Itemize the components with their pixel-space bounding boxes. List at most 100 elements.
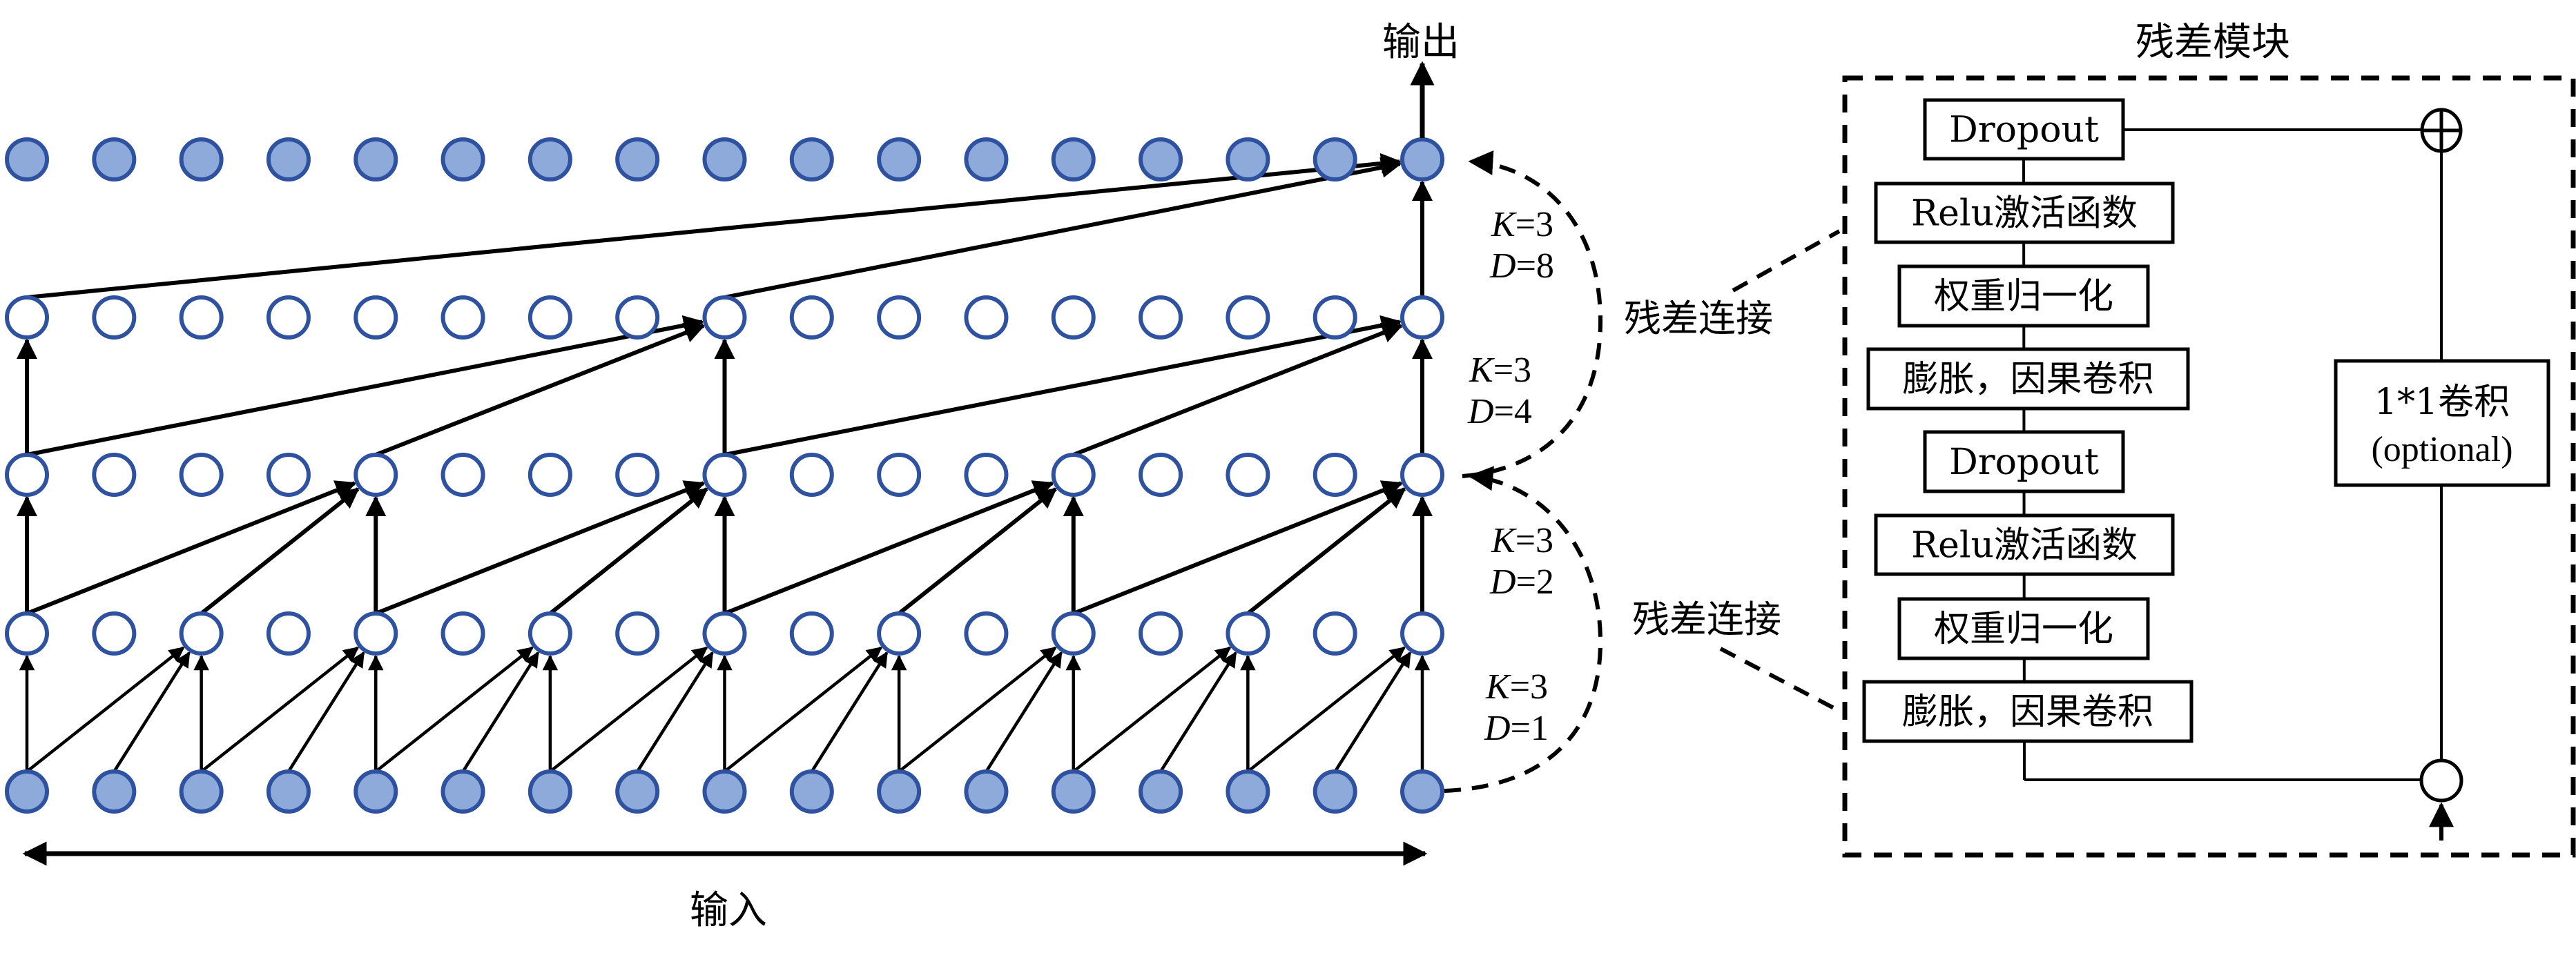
hidden-3-node-14 <box>1226 295 1270 340</box>
input-node-3 <box>266 769 311 814</box>
input-junction-node <box>2419 758 2463 803</box>
conv-edge-l3-from-8-to-16 <box>724 315 1402 457</box>
hidden-1-node-11 <box>964 611 1009 656</box>
block-layer-7: 膨胀，因果卷积 <box>1862 680 2194 743</box>
tcn-edges <box>17 153 1433 773</box>
tcn-nodes <box>5 137 1444 814</box>
input-node-16 <box>1400 769 1444 814</box>
hidden-3-node-7 <box>615 295 660 340</box>
hidden-1-node-1 <box>92 611 137 656</box>
output-node-2 <box>179 137 224 181</box>
conv-edge-l1-from-11-to-12 <box>985 651 1063 773</box>
hidden-1-node-12 <box>1051 611 1096 656</box>
input-node-5 <box>440 769 485 814</box>
block-layer-label: 权重归一化 <box>1934 276 2113 317</box>
input-label: 输入 <box>690 888 767 933</box>
output-node-15 <box>1313 137 1357 181</box>
output-node-0 <box>5 137 49 181</box>
block-layer-4: Dropout <box>1923 430 2125 493</box>
hidden-2-node-7 <box>615 453 660 497</box>
conv-edge-l2-from-8-to-12 <box>724 480 1054 616</box>
hidden-1-node-10 <box>877 611 922 656</box>
kd-label-d1: K=3 D=1 <box>1484 667 1549 748</box>
hidden-3-node-5 <box>440 295 485 340</box>
hidden-1-node-5 <box>440 611 485 656</box>
output-node-1 <box>92 137 137 181</box>
hidden-3-node-3 <box>266 295 311 340</box>
input-node-6 <box>527 769 572 814</box>
block-layer-box <box>1874 513 2175 576</box>
conv1x1-label: 1*1卷积 <box>2374 382 2510 423</box>
conv-edge-l1-from-9-to-10 <box>810 651 889 773</box>
hidden-1-node-9 <box>789 611 834 656</box>
hidden-2-node-14 <box>1226 453 1270 497</box>
hidden-1-node-14 <box>1226 611 1270 656</box>
conv-edge-l1-from-2-to-4 <box>200 646 360 773</box>
svg-text:D=2: D=2 <box>1489 562 1554 602</box>
conv-edge-l1-from-15-to-16 <box>1333 651 1412 773</box>
conv-edge-l1-from-0-to-2 <box>26 646 185 773</box>
block-layer-box <box>1862 680 2194 743</box>
input-node-12 <box>1051 769 1096 814</box>
output-node-6 <box>527 137 572 181</box>
svg-text:K=3: K=3 <box>1469 351 1531 390</box>
input-node-7 <box>615 769 660 814</box>
output-node-11 <box>964 137 1009 181</box>
hidden-3-node-8 <box>702 295 747 340</box>
residual-arc-lower <box>1444 466 1603 793</box>
output-node-10 <box>877 137 922 181</box>
input-node-8 <box>702 769 747 814</box>
conv-edge-l1-from-12-to-14 <box>1072 646 1232 773</box>
input-node-2 <box>179 769 224 814</box>
output-node-14 <box>1226 137 1270 181</box>
output-node-8 <box>702 137 747 181</box>
hidden-1-node-8 <box>702 611 747 656</box>
residual-arc-upper <box>1462 150 1603 478</box>
sum-node <box>2420 108 2463 153</box>
block-layer-label: Relu激活函数 <box>1911 193 2138 235</box>
hidden-2-node-1 <box>92 453 137 497</box>
conv-edge-l3-from-12-to-16 <box>1072 323 1404 457</box>
hidden-3-node-15 <box>1313 295 1357 340</box>
hidden-3-node-6 <box>527 295 572 340</box>
hidden-2-node-4 <box>354 453 398 497</box>
hidden-1-node-4 <box>354 611 398 656</box>
residual-connector-upper <box>1732 229 1841 293</box>
hidden-2-node-3 <box>266 453 311 497</box>
conv-edge-l3-from-4-to-8 <box>375 323 706 457</box>
block-layer-box <box>1866 347 2190 411</box>
conv-edge-l2-from-2-to-4 <box>200 487 360 616</box>
block-layer-5: Relu激活函数 <box>1874 513 2175 576</box>
block-layer-label: Dropout <box>1949 442 2099 483</box>
block-layer-label: 膨胀，因果卷积 <box>1902 691 2153 733</box>
input-node-14 <box>1226 769 1270 814</box>
conv-edge-l2-from-12-to-16 <box>1072 480 1404 616</box>
hidden-2-node-0 <box>5 453 49 497</box>
input-node-15 <box>1313 769 1357 814</box>
conv-edge-l2-from-0-to-4 <box>26 480 357 616</box>
hidden-2-node-9 <box>789 453 834 497</box>
hidden-2-node-2 <box>179 453 224 497</box>
block-layer-box <box>1874 181 2175 244</box>
hidden-2-node-6 <box>527 453 572 497</box>
hidden-1-node-15 <box>1313 611 1357 656</box>
hidden-3-node-1 <box>92 295 137 340</box>
hidden-2-node-13 <box>1139 453 1183 497</box>
block-layer-box <box>1897 264 2150 328</box>
conv-edge-l1-from-8-to-10 <box>724 646 883 773</box>
hidden-3-node-16 <box>1400 295 1444 340</box>
output-node-13 <box>1139 137 1183 181</box>
svg-text:K=3: K=3 <box>1491 521 1553 560</box>
main-path-boxes: DropoutRelu激活函数权重归一化膨胀，因果卷积DropoutRelu激活… <box>1862 98 2194 743</box>
conv-edge-l2-from-10-to-12 <box>898 487 1058 616</box>
input-node-11 <box>964 769 1009 814</box>
conv-edge-l1-from-13-to-14 <box>1159 651 1237 773</box>
output-node-4 <box>354 137 398 181</box>
svg-text:D=8: D=8 <box>1489 246 1554 286</box>
block-layer-label: 权重归一化 <box>1934 609 2113 650</box>
hidden-2-node-11 <box>964 453 1009 497</box>
block-layer-label: Relu激活函数 <box>1911 525 2138 567</box>
hidden-3-node-11 <box>964 295 1009 340</box>
hidden-1-node-13 <box>1139 611 1183 656</box>
